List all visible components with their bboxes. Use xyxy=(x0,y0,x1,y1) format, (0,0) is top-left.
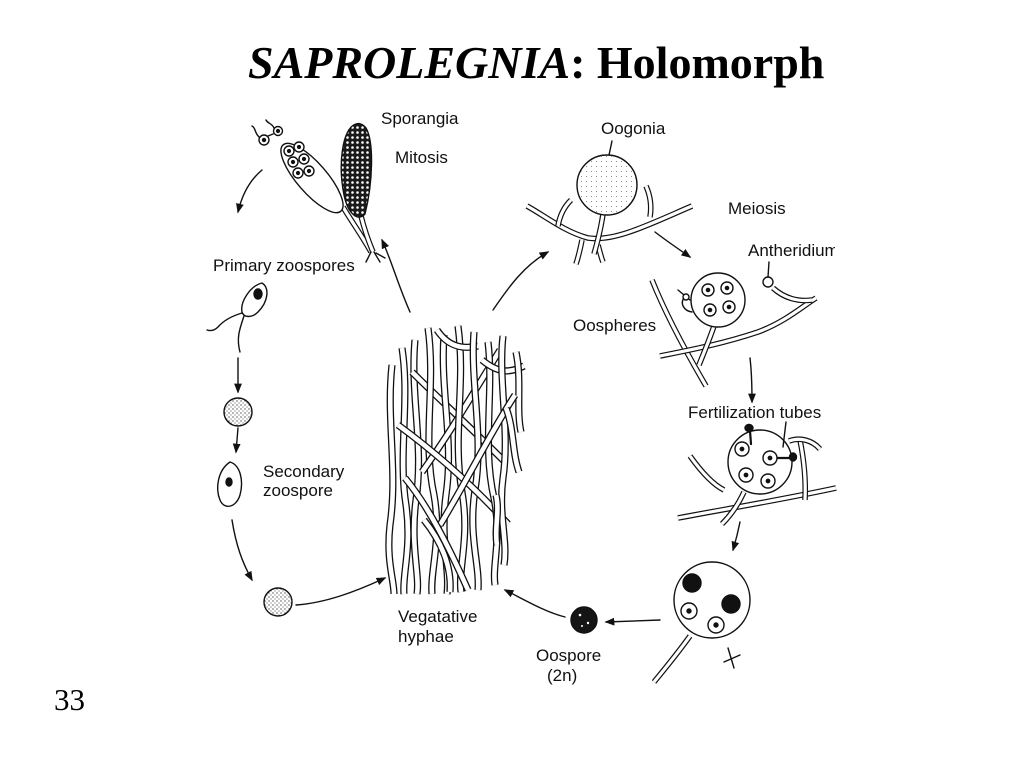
label-secondary-zoospore-line2: zoospore xyxy=(263,481,333,500)
spore-nucleus xyxy=(301,156,307,162)
oogonium-stalk-lumen xyxy=(652,634,692,684)
arrow-cyst-to-secondary-zoospore xyxy=(232,427,241,454)
slide-title: SAPROLEGNIA: Holomorph xyxy=(248,40,824,86)
antheridium-hook-left xyxy=(677,289,693,313)
title-rest: : Holomorph xyxy=(570,37,825,88)
spore-nucleus xyxy=(261,137,267,143)
stalk-base-branches xyxy=(365,251,386,263)
oogonium-cytoplasm xyxy=(578,156,636,214)
arrow-mature-to-oospore xyxy=(604,617,661,626)
label-primary-zoospores: Primary zoospores xyxy=(213,256,355,275)
oospore-dark xyxy=(721,594,741,614)
sporangium-full xyxy=(340,122,373,218)
oospore xyxy=(570,606,598,634)
oospore-nucleus xyxy=(713,622,719,628)
slide-number: 33 xyxy=(54,682,85,717)
title-genus: SAPROLEGNIA xyxy=(248,37,571,88)
oosphere-nucleus xyxy=(726,304,732,310)
arrow-secondary-zoospore-to-cyst xyxy=(231,519,253,582)
oosphere-nucleus xyxy=(765,478,771,484)
label-secondary-zoospore-line1: Secondary xyxy=(263,462,345,481)
oogonium-mature xyxy=(652,561,751,684)
label-vegetative-hyphae-line2: hyphae xyxy=(398,627,454,646)
arrow-cyst-to-hyphae xyxy=(295,577,387,606)
oogonium-with-oospheres xyxy=(652,272,816,386)
antheridium-right xyxy=(788,452,798,462)
hypha-lumen xyxy=(496,495,497,545)
spore-nucleus xyxy=(286,148,292,154)
sporangium-releasing xyxy=(280,141,344,214)
secondary-zoospore-nucleus xyxy=(225,477,233,487)
arrow-hyphae-to-oogonia xyxy=(492,251,550,311)
oosphere-nucleus xyxy=(707,307,713,313)
leader-line-fertilization-tubes xyxy=(782,421,787,448)
cycle-arrows xyxy=(231,169,756,626)
label-oospheres: Oospheres xyxy=(573,316,657,335)
oospore-body xyxy=(570,606,598,634)
label-vegetative-hyphae-line1: Vegatative xyxy=(398,607,478,626)
spore-flagella xyxy=(251,119,275,138)
label-mitosis: Mitosis xyxy=(395,148,448,167)
antheridium-top xyxy=(744,423,754,433)
oosphere-nucleus xyxy=(724,285,730,291)
secondary-cyst xyxy=(263,587,293,617)
spore-nucleus xyxy=(275,128,281,134)
spore-nucleus xyxy=(295,170,301,176)
arrow-sporangia-to-primary-zoospores xyxy=(236,169,263,214)
label-antheridium: Antheridium xyxy=(748,242,835,259)
oogonium-fertilization xyxy=(678,423,836,525)
hypha-lumen xyxy=(402,348,408,594)
spore-nucleus xyxy=(296,144,302,150)
vegetative-hyphae-bundle xyxy=(389,326,524,594)
oogonium-wall xyxy=(690,272,746,328)
oogonium-wall xyxy=(727,429,793,495)
primary-zoospore-flagella xyxy=(206,312,245,353)
released-spores xyxy=(251,119,284,146)
oospore-speck xyxy=(586,621,590,625)
oosphere-nucleus xyxy=(705,287,711,293)
leader-lines xyxy=(608,140,787,448)
encysted-primary-cyst xyxy=(223,397,253,427)
spore-nucleus xyxy=(290,159,296,165)
oosphere-nucleus xyxy=(743,472,749,478)
sporangia-stalks xyxy=(343,207,386,263)
leader-line-oogonia xyxy=(608,140,613,156)
label-sporangia: Sporangia xyxy=(381,109,459,128)
antheridium-left xyxy=(682,293,690,301)
leader-line-antheridium xyxy=(767,261,770,278)
arrow-oospheres-to-fertilization xyxy=(748,357,756,404)
primary-zoospore-body xyxy=(241,282,268,318)
oospore-nucleus xyxy=(686,608,692,614)
oospore-dark xyxy=(682,573,702,593)
oospore-speck xyxy=(578,613,582,617)
spore-nucleus xyxy=(306,168,312,174)
arrow-oospore-to-hyphae xyxy=(503,589,566,618)
label-oospore-line1: Oospore xyxy=(536,646,602,665)
hypha-twig xyxy=(723,647,741,669)
secondary-zoospore xyxy=(217,461,243,507)
primary-zoospore-nucleus xyxy=(253,288,263,300)
oosphere-nucleus xyxy=(767,455,773,461)
antheridium xyxy=(762,276,774,288)
arrow-oogonia-to-oospheres xyxy=(654,231,692,258)
sporangium-full-body xyxy=(340,122,373,218)
oospore-speck xyxy=(581,625,583,627)
primary-zoospore xyxy=(206,282,268,353)
oogonium-young xyxy=(527,154,692,264)
label-meiosis: Meiosis xyxy=(728,199,786,218)
sporangium-wall xyxy=(280,142,344,214)
arrow-fertilization-to-mature xyxy=(731,521,741,552)
arrow-hyphae-to-sporangia xyxy=(381,238,411,313)
label-oogonia: Oogonia xyxy=(601,119,666,138)
label-fertilization-tubes: Fertilization tubes xyxy=(688,403,822,422)
oosphere-nucleus xyxy=(739,446,745,452)
label-oospore-line2: (2n) xyxy=(547,666,578,685)
